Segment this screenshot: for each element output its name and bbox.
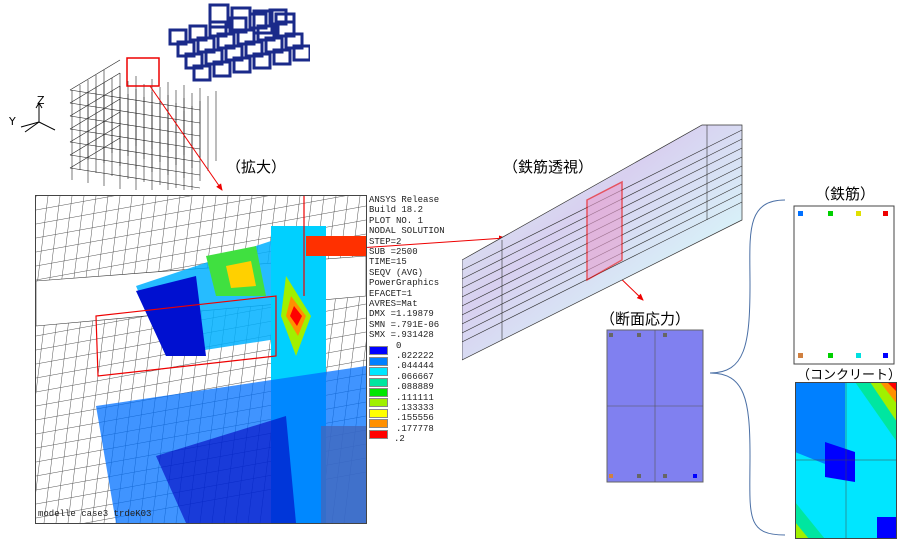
legend-value: 0 — [396, 340, 402, 351]
ansys-info-line: DMX =1.19879 — [369, 309, 434, 320]
axis-z-label: Z — [37, 94, 45, 107]
legend-entry: .2 — [369, 434, 465, 444]
legend-value: .066667 — [396, 371, 434, 382]
rebar-section-plot — [793, 205, 895, 365]
legend-value: .133333 — [396, 403, 434, 414]
ansys-info-line: PLOT NO. 1 — [369, 215, 424, 226]
legend-entry: .133333 — [369, 403, 465, 418]
legend-swatch — [369, 356, 388, 366]
ansys-info-line: EFACET=1 — [369, 288, 413, 299]
legend-entry: .044444 — [369, 361, 465, 377]
legend-value: .177778 — [396, 423, 434, 434]
ansys-info-line: PowerGraphics — [369, 278, 440, 289]
legend-entry: .088889 — [369, 382, 465, 397]
section-stress-plot — [606, 329, 704, 483]
legend-swatch — [369, 419, 388, 429]
ansys-info-line: AVRES=Mat — [369, 299, 418, 310]
legend-swatch — [369, 367, 388, 377]
legend-value: .111111 — [396, 392, 434, 403]
ansys-info-line: SUB =2500 — [369, 247, 418, 258]
ansys-info-line: TIME=15 — [369, 257, 407, 268]
beam-rebar-perspective — [462, 124, 743, 361]
legend-entry: .111111 — [369, 392, 465, 408]
legend-entry: .066667 — [369, 371, 465, 387]
legend-swatch — [369, 408, 388, 418]
axis-triad: Z Y — [8, 94, 56, 133]
legend-entry: .155556 — [369, 413, 465, 429]
legend-swatch — [369, 398, 388, 408]
legend-value: .044444 — [396, 361, 434, 372]
legend-entry: .022222 — [369, 351, 465, 366]
legend-swatch — [369, 377, 388, 387]
ansys-info-line: SMX =.931428 — [369, 330, 434, 341]
legend-value: .088889 — [396, 382, 434, 393]
ansys-info-line: Build 18.2 — [369, 205, 424, 216]
label-section-stress: （断面応力） — [600, 310, 691, 328]
brace — [709, 199, 786, 536]
label-concrete: （コンクリート） — [797, 368, 900, 383]
legend-value: .155556 — [396, 413, 434, 424]
ansys-info-line: SEQV (AVG) — [369, 267, 424, 278]
legend-swatch — [369, 387, 388, 397]
label-enlarge: （拡大） — [226, 158, 287, 176]
legend-entry: .177778 — [369, 423, 465, 439]
ansys-info-line: NODAL SOLUTION — [369, 226, 445, 237]
legend-value: .2 — [394, 434, 405, 445]
legend-value: .022222 — [396, 351, 434, 362]
zoom-region-marker — [126, 57, 160, 87]
legend-entry: 0 — [369, 340, 465, 356]
ansys-info-line: STEP=2 — [369, 236, 402, 247]
ansys-info-line: SMN =.791E-06 — [369, 319, 440, 330]
legend-swatch — [369, 429, 388, 439]
label-rebar: （鉄筋） — [815, 185, 876, 203]
label-rebar-see-through: （鉄筋透視） — [503, 158, 594, 176]
legend-swatch — [369, 346, 388, 356]
concrete-section-plot — [795, 382, 897, 539]
axis-y-label: Y — [8, 115, 16, 128]
ansys-info-line: ANSYS Release — [369, 195, 440, 205]
enlarged-stress-plot — [35, 195, 367, 524]
model-name-text: modelle case3 trdeK03 — [38, 509, 152, 519]
